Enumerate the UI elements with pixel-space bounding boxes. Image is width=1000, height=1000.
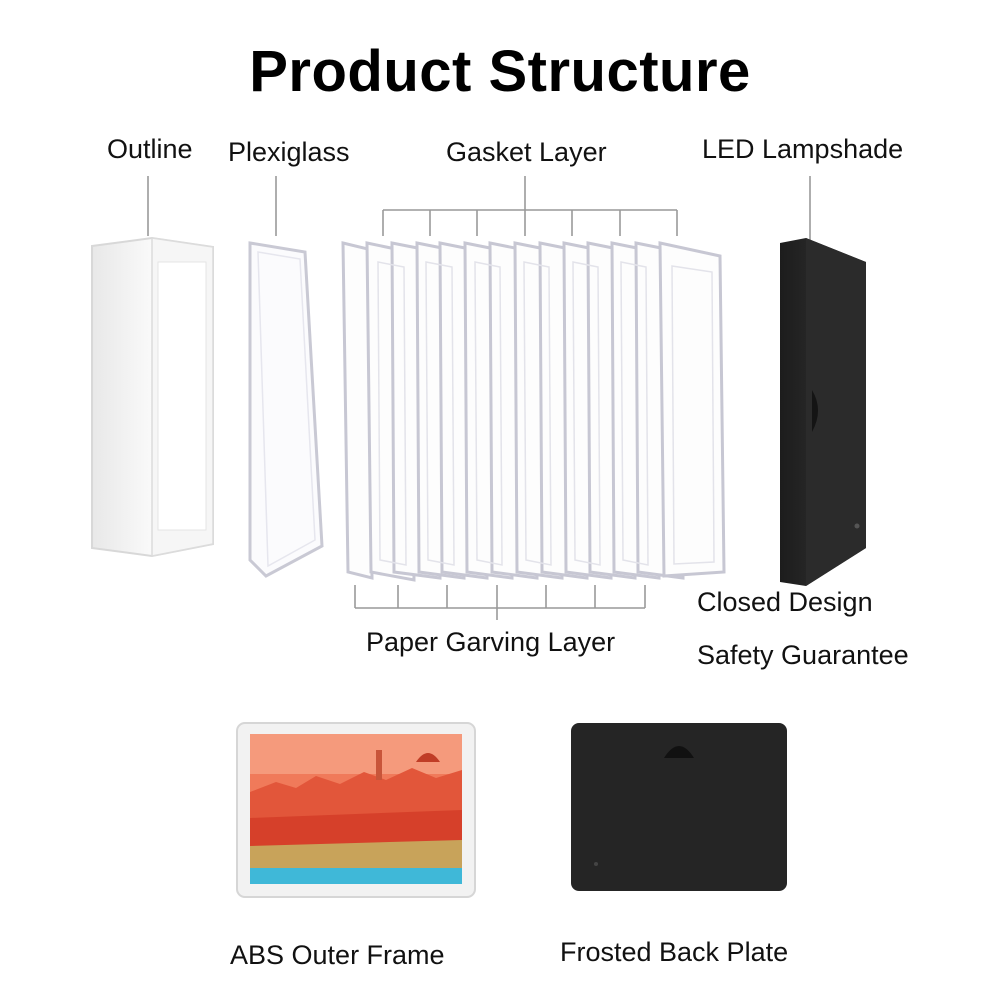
- plexiglass-panel: [248, 241, 324, 578]
- label-safety-guarantee: Safety Guarantee: [697, 640, 909, 670]
- leader-lines-bottom: [354, 585, 646, 620]
- label-paper-carving-layer: Paper Garving Layer: [366, 627, 616, 657]
- leader-lines-top: [147, 176, 811, 240]
- label-frosted-back-plate: Frosted Back Plate: [560, 937, 789, 967]
- layer-stack-inner: [377, 261, 715, 566]
- led-lampshade-box: [780, 238, 866, 586]
- layer-stack: [341, 241, 726, 582]
- abs-outer-frame-image: [236, 722, 476, 898]
- label-led-lampshade: LED Lampshade: [702, 134, 904, 164]
- outline-shell: [91, 236, 214, 558]
- label-outline: Outline: [107, 134, 193, 164]
- label-gasket-layer: Gasket Layer: [446, 137, 607, 167]
- frosted-back-plate-image: [571, 723, 787, 891]
- label-plexiglass: Plexiglass: [228, 137, 350, 167]
- label-closed-design: Closed Design: [697, 587, 873, 617]
- label-abs-outer-frame: ABS Outer Frame: [230, 940, 445, 970]
- page-title: Product Structure: [249, 39, 751, 104]
